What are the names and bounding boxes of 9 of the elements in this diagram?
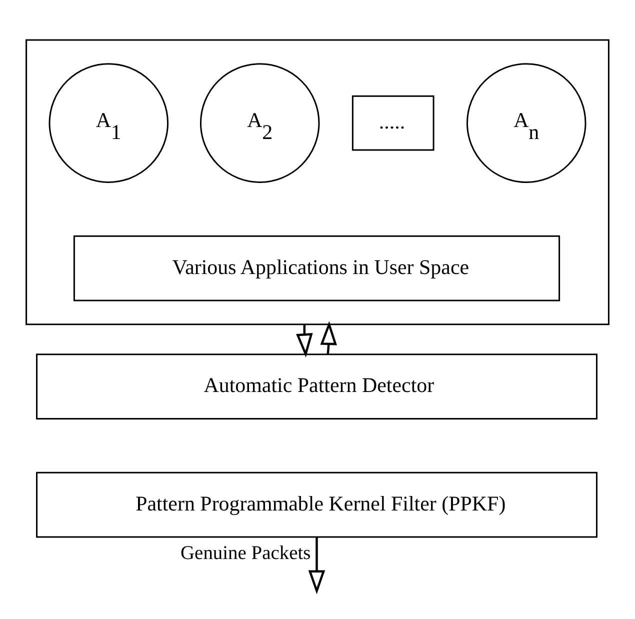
arrow [296, 324, 313, 357]
node-box: Pattern Programmable Kernel Filter (PPKF) [36, 471, 598, 538]
node-box: ..... [352, 94, 434, 150]
edge-label: Genuine Packets [180, 542, 311, 564]
arrow [308, 536, 326, 594]
node-box: Various Applications in User Space [73, 234, 560, 301]
arrow [320, 320, 337, 354]
cluster [26, 38, 610, 325]
node-box: Automatic Pattern Detector [36, 353, 598, 419]
